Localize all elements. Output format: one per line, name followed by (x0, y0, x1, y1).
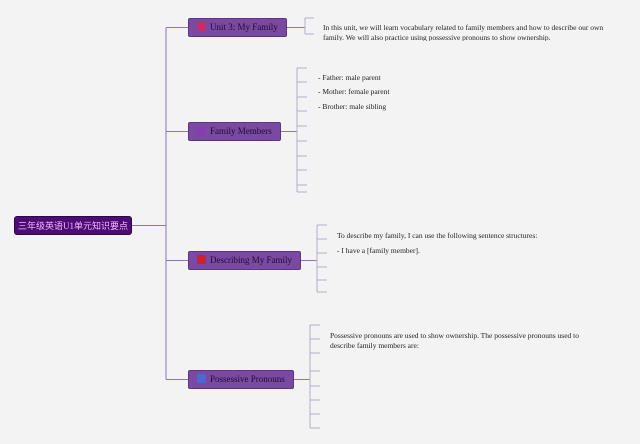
note-i-have-a: - I have a [family member]. (337, 246, 420, 255)
note-sentence-structures: To describe my family, I can use the fol… (337, 231, 538, 240)
topic-unit-3[interactable]: Unit 3: My Family (188, 18, 287, 37)
topic-label: Describing My Family (210, 255, 292, 265)
family-icon (197, 22, 206, 31)
globe-icon (197, 374, 206, 383)
topic-describing-my-family[interactable]: Describing My Family (188, 251, 301, 270)
book-icon (197, 255, 206, 264)
topic-label: Possessive Pronouns (210, 374, 285, 384)
topic-label: Unit 3: My Family (210, 22, 278, 32)
topic-possessive-pronouns[interactable]: Possessive Pronouns (188, 370, 294, 389)
topic-label: Family Members (210, 126, 272, 136)
root-node[interactable]: 三年级英语U1单元知识要点 (14, 216, 132, 235)
note-father: - Father: male parent (318, 73, 381, 82)
note-brother: - Brother: male sibling (318, 102, 387, 111)
note-possessive-intro: Possessive pronouns are used to show own… (330, 331, 580, 350)
note-mother: - Mother: female parent (318, 87, 390, 96)
people-icon (197, 126, 206, 135)
topic-family-members[interactable]: Family Members (188, 122, 281, 141)
note-unit-intro: In this unit, we will learn vocabulary r… (323, 23, 604, 41)
